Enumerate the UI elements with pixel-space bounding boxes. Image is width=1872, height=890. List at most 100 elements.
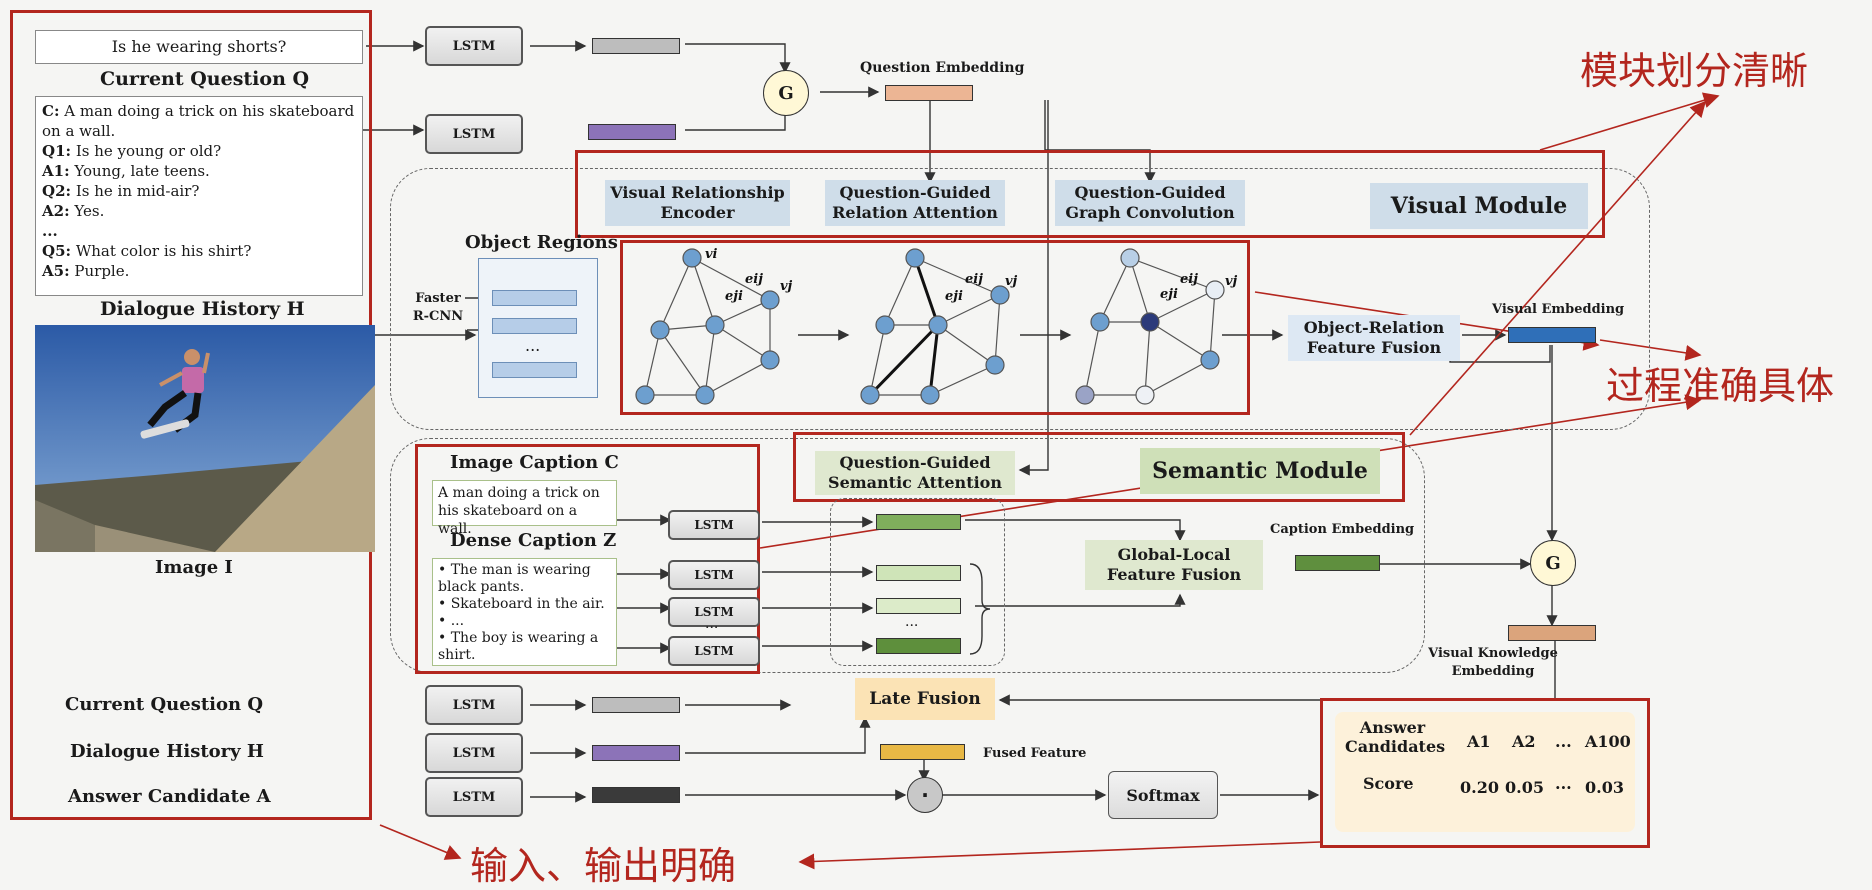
score-label: Score: [1363, 774, 1414, 793]
dense-feature-vector: [876, 638, 961, 654]
semantic-module-title: Semantic Module: [1140, 448, 1380, 494]
faster-rcnn-label: Faster R-CNN: [412, 291, 464, 324]
region-vector: [492, 318, 577, 334]
qggc-tag: Question-Guided Graph Convolution: [1055, 180, 1245, 226]
bottom-history-lstm: LSTM: [425, 733, 523, 773]
visual-embedding-label: Visual Embedding: [1492, 302, 1625, 317]
relation-graphs: vi eij eji vj eij eji vj eij eji vj: [635, 247, 1238, 405]
answer-header: ...: [1555, 732, 1572, 751]
svg-text:eij: eij: [1180, 272, 1198, 287]
bottom-history-vector: [592, 745, 680, 761]
caption-embedding-label: Caption Embedding: [1270, 522, 1415, 537]
dense-caption-title: Dense Caption Z: [450, 530, 617, 551]
late-fusion-box: Late Fusion: [855, 678, 995, 720]
answer-header: A100: [1585, 732, 1631, 751]
dense-feature-vector: [876, 565, 961, 581]
question-textbox: Is he wearing shorts?: [35, 30, 363, 64]
question-embedding-label: Question Embedding: [860, 60, 1025, 76]
dot-product-node: ·: [907, 777, 943, 813]
qgsa-tag: Question-Guided Semantic Attention: [815, 451, 1015, 495]
visual-module-title: Visual Module: [1370, 183, 1588, 229]
score-value: ···: [1555, 778, 1572, 797]
visual-knowledge-vector: [1508, 625, 1596, 641]
history-line: A1: Young, late teens.: [42, 162, 210, 180]
question-embedding-vector: [885, 85, 973, 101]
history-line: C: A man doing a trick on his skateboard…: [42, 102, 355, 140]
image-label: Image I: [155, 557, 233, 578]
visual-module-region: [390, 168, 1650, 430]
gate-g-label: G: [1545, 552, 1561, 574]
output-highlight-box: [1320, 698, 1650, 848]
question-lstm: LSTM: [425, 26, 523, 66]
annotation-precise-process: 过程准确具体: [1606, 364, 1835, 408]
process-highlight-box: [620, 240, 1250, 415]
dense-lstm: LSTM: [668, 560, 760, 590]
region-vector: [492, 362, 577, 378]
svg-text:eij: eij: [965, 272, 983, 287]
vj-label: vj: [780, 279, 793, 294]
dense-lstm: LSTM: [668, 597, 760, 627]
dense-caption-box: • The man is wearing black pants. • Skat…: [432, 558, 617, 666]
visual-knowledge-label: Visual Knowledge Embedding: [1428, 646, 1558, 679]
bottom-answer-vector: [592, 787, 680, 803]
image-caption-box: A man doing a trick on his skateboard on…: [432, 480, 617, 537]
late-fusion-label: Late Fusion: [869, 689, 981, 709]
dialogue-history-label: Dialogue History H: [100, 298, 305, 320]
answer-header: A2: [1512, 732, 1536, 751]
annotation-clear-io: 输入、输出明确: [470, 844, 737, 888]
score-value: 0.20: [1460, 778, 1499, 797]
image-caption-title: Image Caption C: [450, 452, 619, 473]
caption-lstm: LSTM: [668, 510, 760, 540]
score-value: 0.03: [1585, 778, 1624, 797]
svg-text:vj: vj: [1225, 274, 1238, 289]
bottom-answer-candidate-label: Answer Candidate A: [68, 786, 271, 807]
history-vector: [588, 124, 676, 140]
fused-feature-vector: [880, 744, 965, 760]
dense-line: • The man is wearing black pants.: [438, 562, 591, 595]
eij-label: eij: [745, 272, 763, 287]
gate-g-label: G: [778, 82, 794, 104]
image-caption-text: A man doing a trick on his skateboard on…: [438, 485, 600, 537]
bottom-dialogue-history-label: Dialogue History H: [70, 741, 264, 762]
dense-lstm: LSTM: [668, 636, 760, 666]
dense-dots: ...: [905, 614, 919, 630]
gate-g-bottom: G: [1530, 540, 1576, 586]
visual-embedding-vector: [1508, 327, 1596, 343]
bottom-answer-lstm: LSTM: [425, 777, 523, 817]
answer-table: Answer Candidates A1 A2 ... A100 Score 0…: [1335, 712, 1635, 832]
dense-line: • Skateboard in the air.: [438, 596, 605, 612]
question-text: Is he wearing shorts?: [111, 37, 287, 56]
qgra-tag: Question-Guided Relation Attention: [825, 180, 1005, 226]
svg-text:eji: eji: [945, 289, 963, 304]
bottom-question-vector: [592, 697, 680, 713]
softmax-box: Softmax: [1108, 771, 1218, 819]
dense-brace: [969, 563, 991, 655]
history-line: A5: Purple.: [42, 262, 130, 280]
annotation-clear-modules: 模块划分清晰: [1580, 49, 1809, 93]
caption-feature-vector: [876, 514, 961, 530]
caption-embedding-vector: [1295, 555, 1380, 571]
object-relation-fusion-tag: Object-Relation Feature Fusion: [1288, 315, 1460, 361]
local-feature-group: [830, 498, 1005, 666]
eji-label: eji: [725, 289, 743, 304]
bottom-question-lstm: LSTM: [425, 685, 523, 725]
svg-text:eji: eji: [1160, 287, 1178, 302]
answer-candidates-label: Answer Candidates: [1345, 718, 1446, 756]
region-vector: [492, 290, 577, 306]
object-regions-label: Object Regions: [465, 232, 618, 253]
dense-line: • ...: [438, 613, 465, 629]
question-vector: [592, 38, 680, 54]
history-line: Q2: Is he in mid-air?: [42, 182, 200, 200]
module-highlight-box: [575, 150, 1605, 238]
current-question-label: Current Question Q: [100, 68, 310, 90]
bottom-current-question-label: Current Question Q: [65, 694, 264, 715]
dense-feature-vector: [876, 598, 961, 614]
history-line: Q5: What color is his shirt?: [42, 242, 252, 260]
global-local-fusion-tag: Global-Local Feature Fusion: [1085, 540, 1263, 590]
skateboard-image: [35, 325, 375, 552]
history-line: ...: [42, 222, 58, 240]
dialogue-history-box: C: A man doing a trick on his skateboard…: [35, 96, 363, 296]
vre-tag: Visual Relationship Encoder: [605, 180, 790, 226]
lstm-dots: ...: [705, 616, 719, 632]
dense-line: • The boy is wearing a shirt.: [438, 630, 599, 663]
